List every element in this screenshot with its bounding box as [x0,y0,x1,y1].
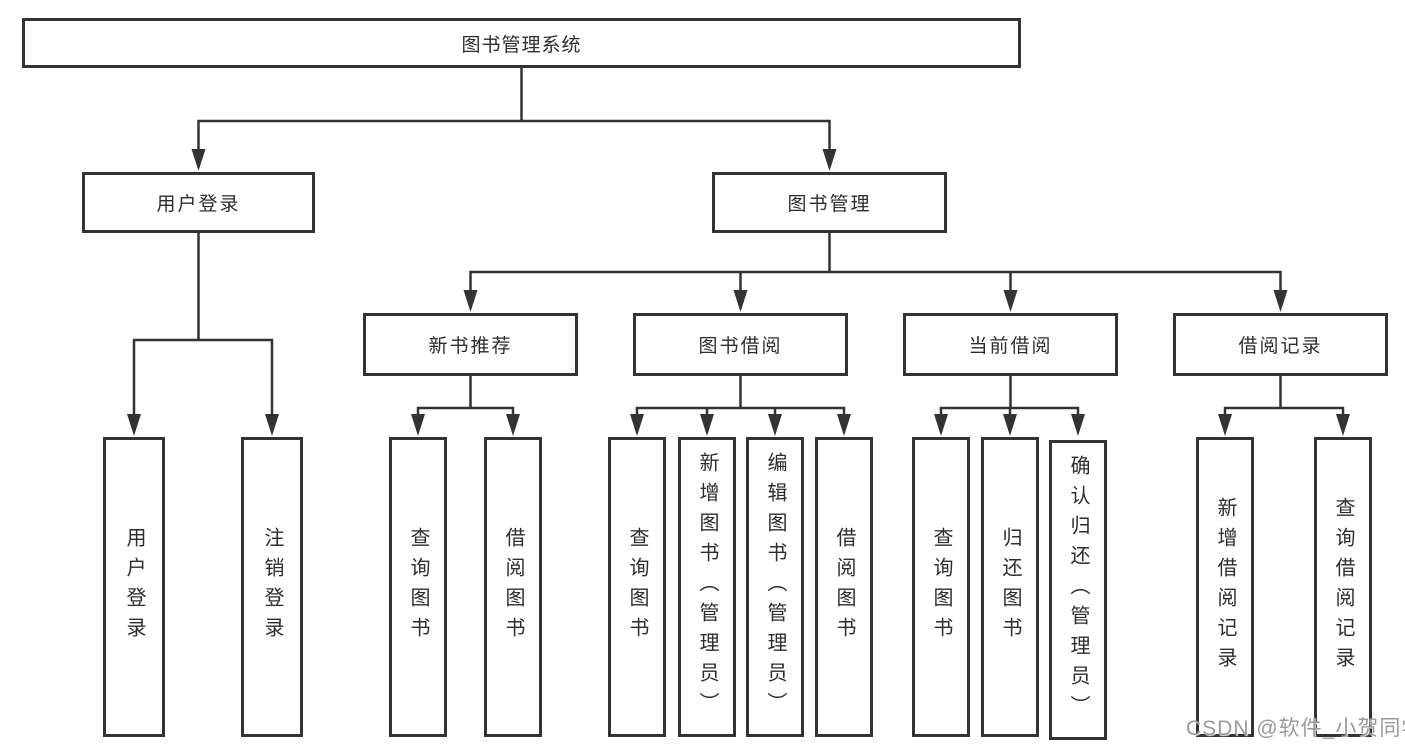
node-current-borrow: 当前借阅 [903,313,1118,376]
leaf-logout-login: 注销登录 [241,437,303,737]
leaf-bb-edit-books-label: 编辑图书（管理员） [764,452,786,722]
leaf-cb-confirm-return: 确认归还（管理员） [1049,440,1107,740]
node-current-borrow-label: 当前借阅 [968,336,1053,357]
leaf-cb-return-books: 归还图书 [981,437,1039,737]
node-user-login: 用户登录 [82,172,315,233]
leaf-bb-borrow-books-label: 借阅图书 [833,527,855,647]
leaf-bb-query-books: 查询图书 [608,437,666,737]
leaf-bb-add-books: 新增图书（管理员） [678,437,736,737]
node-book-borrow-label: 图书借阅 [698,336,783,357]
node-borrow-records: 借阅记录 [1173,313,1388,376]
leaf-bb-add-books-label: 新增图书（管理员） [696,452,718,722]
leaf-br-add-record-label: 新增借阅记录 [1214,497,1236,677]
node-new-books: 新书推荐 [363,313,578,376]
leaf-cb-query-books: 查询图书 [912,437,970,737]
leaf-br-query-record: 查询借阅记录 [1314,437,1372,737]
node-book-mgmt: 图书管理 [712,172,947,233]
leaf-nb-borrow-books: 借阅图书 [484,437,542,737]
leaf-br-query-record-label: 查询借阅记录 [1332,497,1354,677]
leaf-cb-query-books-label: 查询图书 [930,527,952,647]
leaf-br-add-record: 新增借阅记录 [1196,437,1254,737]
leaf-bb-borrow-books: 借阅图书 [815,437,873,737]
leaf-logout-login-label: 注销登录 [261,527,283,647]
leaf-cb-return-books-label: 归还图书 [999,527,1021,647]
arrowheads [127,149,1350,436]
csdn-watermark: CSDN @软件_小贺同学 [1186,717,1405,740]
leaf-bb-query-books-label: 查询图书 [626,527,648,647]
node-user-login-label: 用户登录 [156,194,241,215]
leaf-nb-borrow-books-label: 借阅图书 [502,527,524,647]
leaf-nb-query-books-label: 查询图书 [407,527,429,647]
node-root: 图书管理系统 [22,18,1021,68]
node-new-books-label: 新书推荐 [428,336,513,357]
leaf-user-login-label: 用户登录 [123,527,145,647]
node-book-borrow: 图书借阅 [633,313,848,376]
leaf-cb-confirm-return-label: 确认归还（管理员） [1067,455,1089,725]
node-borrow-records-label: 借阅记录 [1238,336,1323,357]
node-book-mgmt-label: 图书管理 [787,194,872,215]
leaf-nb-query-books: 查询图书 [389,437,447,737]
leaf-user-login: 用户登录 [103,437,165,737]
leaf-bb-edit-books: 编辑图书（管理员） [746,437,804,737]
node-root-label: 图书管理系统 [461,34,582,56]
